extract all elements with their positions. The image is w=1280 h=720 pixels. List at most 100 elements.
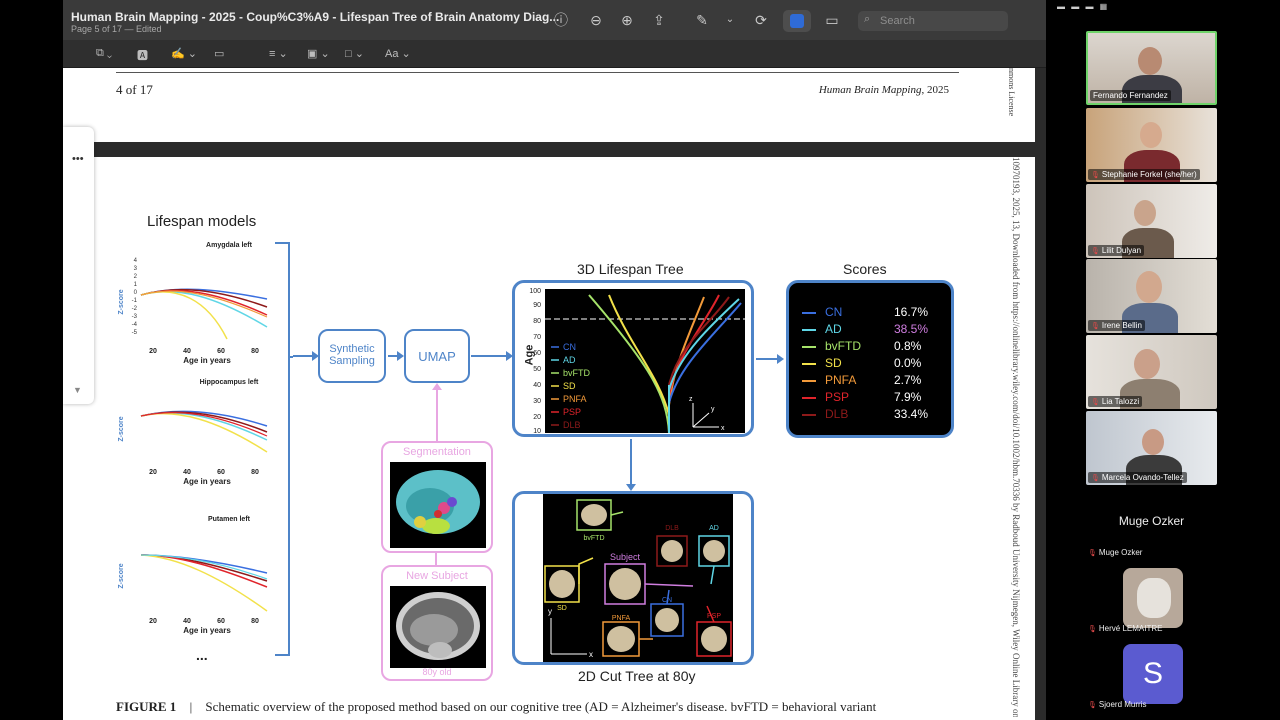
line-style-icon[interactable]: ≡ ⌄ [269, 48, 288, 60]
svg-text:60: 60 [217, 469, 225, 476]
svg-text:100: 100 [529, 288, 541, 295]
pdf-viewer-window: Human Brain Mapping - 2025 - Coup%C3%A9 … [63, 0, 1046, 720]
chevron-down-icon[interactable]: ⌄ [725, 14, 735, 25]
participant-name-row: 🎙Stephanie Forkel (she/her) [1088, 169, 1200, 180]
info-icon[interactable]: ⓘ [554, 12, 568, 28]
svg-text:60: 60 [217, 618, 225, 625]
cut-label-ad: AD [709, 525, 719, 532]
participant-avatar[interactable] [1123, 568, 1183, 628]
search-field[interactable]: ⌕ Search [858, 11, 1008, 31]
cut-label-bvftd: bvFTD [584, 535, 605, 542]
floating-side-panel[interactable]: ••• ▼ [63, 127, 94, 404]
svg-text:DLB: DLB [563, 420, 581, 430]
score-row-sd: SD 0.0% [789, 356, 957, 373]
filter-icon[interactable]: ▼ [73, 385, 82, 395]
svg-text:70: 70 [533, 334, 541, 341]
pdf-page-4: 4 of 17 Human Brain Mapping, 2025 nmons … [63, 68, 1035, 142]
video-call-sidebar: ▬ ▬ ▬ ▦ Fernando Fernandez 🎙Stephanie Fo… [1046, 0, 1280, 720]
zoom-in-icon[interactable]: ⊕ [621, 12, 633, 28]
participant-name: Irene Bellin [1101, 321, 1142, 330]
form-fill-icon[interactable]: ▭ [825, 12, 839, 28]
participant-avatar[interactable]: S [1123, 644, 1183, 704]
cut-label-dlb: DLB [665, 525, 679, 532]
muted-mic-icon: 🎙 [1088, 702, 1097, 709]
view-controls-icon[interactable]: ▬ ▬ ▬ ▦ [1057, 2, 1110, 11]
caption-label: FIGURE 1 [116, 699, 177, 714]
more-options-icon[interactable]: ••• [72, 153, 84, 165]
umap-label: UMAP [418, 349, 456, 364]
highlight-button[interactable] [783, 10, 811, 32]
plot-title-amygdala: Amygdala left [206, 242, 253, 249]
score-value: 7.9% [894, 390, 922, 404]
svg-text:4: 4 [134, 258, 138, 264]
zoom-out-icon[interactable]: ⊖ [590, 12, 602, 28]
participant-tile[interactable]: 🎙Stephanie Forkel (she/her) [1086, 108, 1217, 182]
score-row-cn: CN 16.7% [789, 305, 957, 322]
cut-label-psp: PSP [707, 613, 721, 620]
svg-text:90: 90 [533, 302, 541, 309]
bracket [275, 242, 293, 656]
score-row-pnfa: PNFA 2.7% [789, 373, 957, 390]
doi-sidetext: 10970193, 2025, 13, Downloaded from http… [1011, 157, 1021, 717]
fill-color-icon[interactable]: □ ⌄ [345, 48, 364, 60]
score-swatch [802, 397, 816, 399]
connector-line [435, 553, 437, 565]
scores-panel: CN 16.7% AD 38.5% bvFTD 0.8% SD 0.0% [786, 280, 954, 438]
muted-mic-icon: 🎙 [1088, 550, 1097, 557]
muted-mic-icon: 🎙 [1091, 475, 1100, 482]
document-status: Page 5 of 17 — Edited [71, 24, 162, 34]
rotate-icon[interactable]: ⟳ [755, 12, 767, 28]
segmentation-image [390, 462, 486, 548]
participant-tile[interactable]: Fernando Fernandez [1086, 31, 1217, 105]
pdf-page-5: 10970193, 2025, 13, Downloaded from http… [63, 157, 1035, 720]
svg-text:10: 10 [533, 428, 541, 433]
text-box-icon[interactable]: 🅰 [137, 50, 148, 62]
score-name: bvFTD [825, 339, 861, 353]
svg-text:1: 1 [134, 282, 138, 288]
muted-mic-icon: 🎙 [1091, 172, 1100, 179]
score-value: 0.0% [894, 356, 922, 370]
shapes-icon[interactable]: ⧉ ⌄ [96, 47, 113, 59]
svg-text:SD: SD [563, 381, 576, 391]
svg-text:y: y [711, 406, 715, 413]
markup-pen-icon[interactable]: ✎ [696, 12, 708, 28]
participant-tile[interactable]: 🎙Irene Bellin [1086, 259, 1217, 333]
svg-text:80: 80 [251, 618, 259, 625]
score-swatch [802, 312, 816, 314]
score-swatch [802, 329, 816, 331]
participant-tile[interactable]: 🎙Marcela Ovando-Tellez [1086, 411, 1217, 485]
age-label: 80y old [422, 667, 452, 677]
svg-text:Age in years: Age in years [183, 626, 231, 635]
svg-text:80: 80 [251, 469, 259, 476]
svg-text:40: 40 [183, 469, 191, 476]
svg-text:-3: -3 [132, 314, 138, 320]
participant-tile[interactable]: 🎙Lilit Dulyan [1086, 184, 1217, 258]
svg-text:Putamen left: Putamen left [208, 516, 251, 523]
svg-text:60: 60 [533, 350, 541, 357]
svg-text:-5: -5 [132, 330, 138, 336]
sign-icon[interactable]: ✍ ⌄ [171, 48, 197, 60]
note-icon[interactable]: ▭ [214, 48, 225, 60]
svg-text:20: 20 [533, 414, 541, 421]
share-icon[interactable]: ⇪ [653, 12, 665, 28]
header-rule [116, 72, 959, 73]
score-swatch [802, 380, 816, 382]
svg-text:20: 20 [149, 348, 157, 355]
title-bar: Human Brain Mapping - 2025 - Coup%C3%A9 … [63, 0, 1046, 40]
muted-mic-icon: 🎙 [1091, 248, 1100, 255]
svg-text:-1: -1 [132, 298, 138, 304]
svg-text:2: 2 [134, 274, 138, 280]
participant-name-row: 🎙Marcela Ovando-Tellez [1088, 472, 1187, 483]
caption-text: Schematic overview of the proposed metho… [205, 699, 877, 714]
border-color-icon[interactable]: ▣ ⌄ [307, 48, 330, 60]
participant-tile[interactable]: 🎙Lia Talozzi [1086, 335, 1217, 409]
text-style-icon[interactable]: Aa ⌄ [385, 48, 411, 60]
mri-image [390, 586, 486, 668]
participant-name-row: 🎙Lia Talozzi [1088, 396, 1143, 407]
score-row-bvftd: bvFTD 0.8% [789, 339, 957, 356]
journal-title: Human Brain Mapping [818, 84, 922, 96]
svg-text:PSP: PSP [563, 407, 581, 417]
participant-name: Sjoerd Murris [1098, 700, 1147, 709]
